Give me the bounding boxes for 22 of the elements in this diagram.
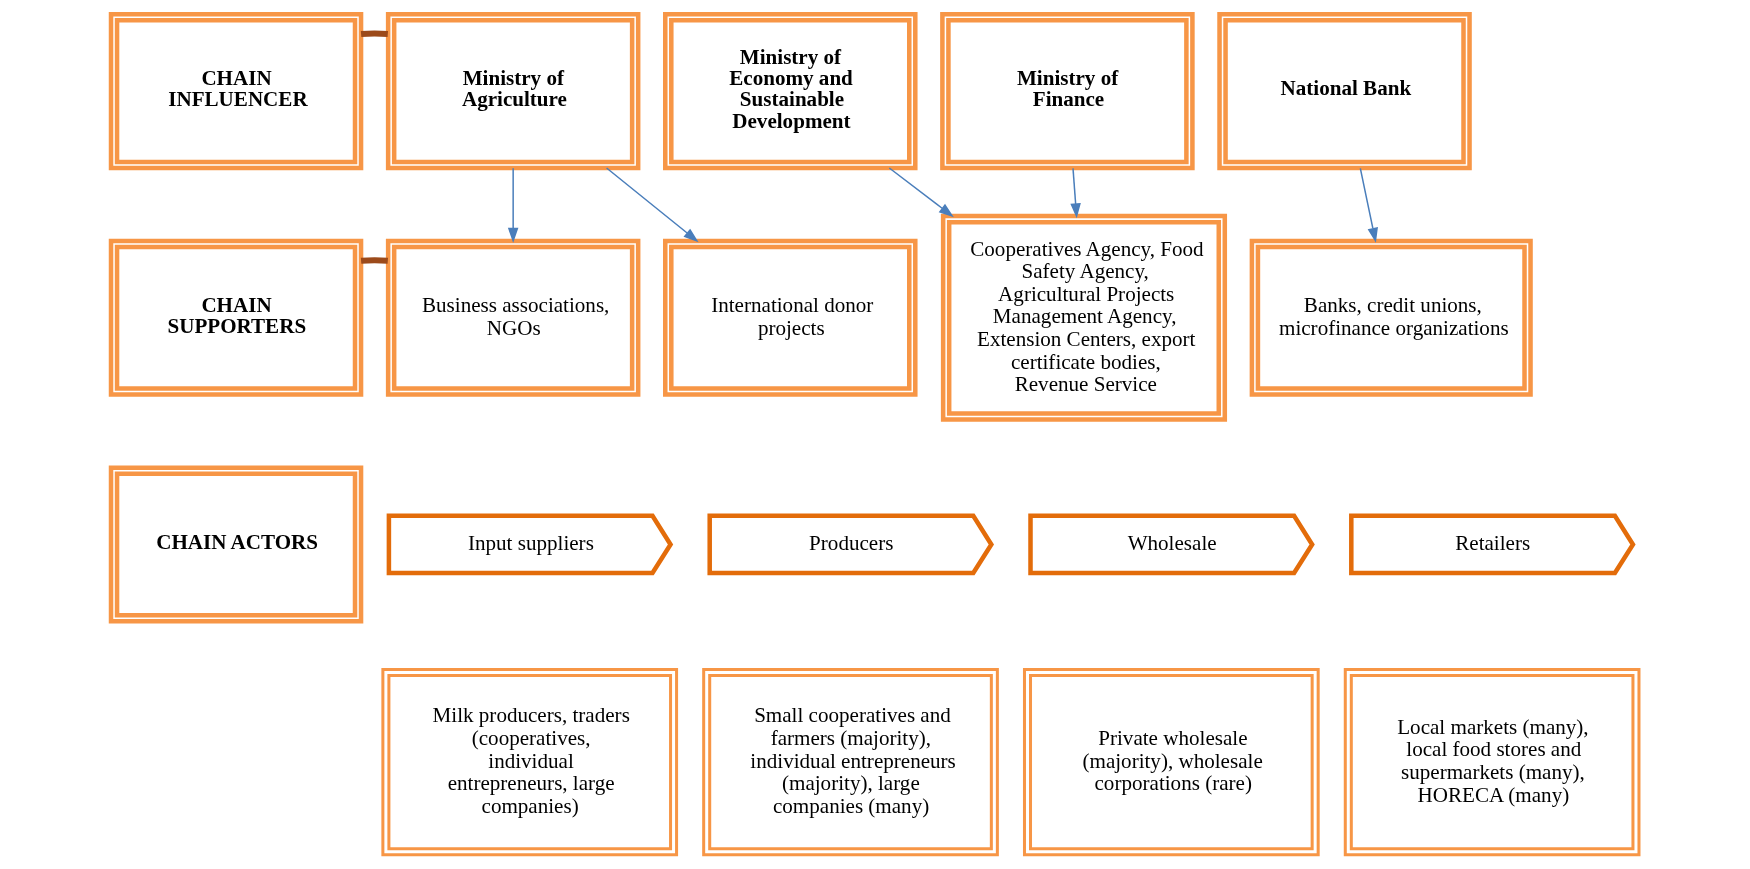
node-box: Small cooperatives and farmers (majority), individual entrepreneurs (majority), large companies (many) bbox=[702, 667, 999, 857]
node-box: Cooperatives Agency, Food Safety Agency, Agricultural Projects Management Agency, Extension Centers, export certificate bodies, Revenue Service bbox=[940, 213, 1228, 422]
node-box: CHAIN ACTORS bbox=[108, 465, 364, 624]
node-box: Banks, credit unions, microfinance organizations bbox=[1249, 238, 1533, 397]
node-box: CHAIN INFLUENCER bbox=[108, 12, 364, 171]
node-box: Private wholesale (majority), wholesale corporations (rare) bbox=[1022, 667, 1320, 857]
node-box: Ministry of Finance bbox=[940, 12, 1195, 171]
arrow bbox=[1070, 167, 1081, 219]
node-box: CHAIN SUPPORTERS bbox=[108, 238, 364, 397]
arrow bbox=[888, 167, 954, 218]
arrow bbox=[507, 167, 519, 243]
node-box: Business associations, NGOs bbox=[385, 238, 641, 397]
arrow bbox=[605, 167, 699, 243]
node-box: Local markets (many), local food stores and supermarkets (many), HORECA (many) bbox=[1343, 667, 1641, 857]
node-box: Ministry of Agriculture bbox=[385, 12, 641, 171]
node-box: Milk producers, traders (cooperatives, individual entrepreneurs, large companies) bbox=[381, 667, 679, 857]
node-box: Ministry of Economy and Sustainable Development bbox=[663, 12, 918, 171]
node-box: National Bank bbox=[1217, 12, 1472, 171]
arrow bbox=[1359, 167, 1378, 243]
node-box: International donor projects bbox=[663, 238, 918, 397]
connector bbox=[360, 30, 388, 38]
connector bbox=[360, 257, 388, 264]
